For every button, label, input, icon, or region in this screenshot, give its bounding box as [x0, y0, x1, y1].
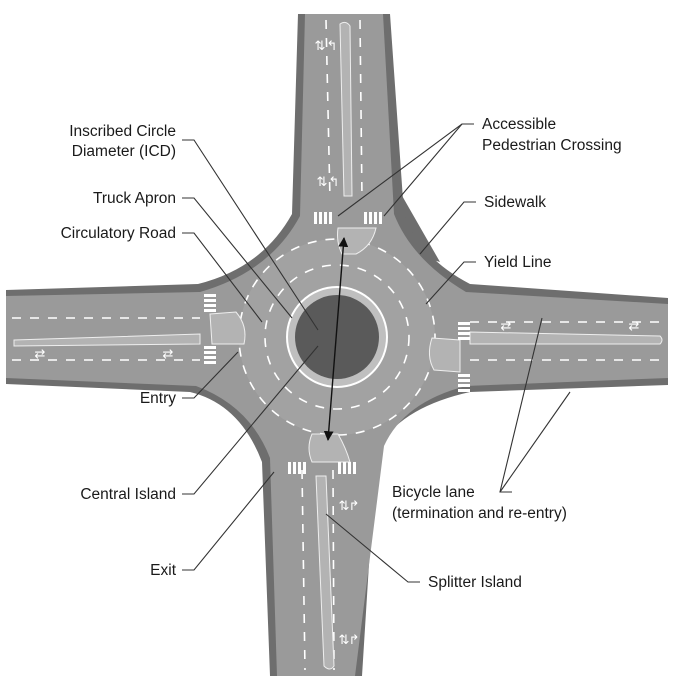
- leader-lines: [182, 123, 571, 583]
- label-entry: Entry: [140, 390, 176, 407]
- label-bicycle-lane-line1: Bicycle lane: [392, 484, 475, 501]
- crosswalk-north-right: [364, 212, 382, 224]
- arrow-icon: ⇄: [501, 319, 512, 334]
- arrow-icon: ↰: [327, 39, 338, 54]
- label-yield-line: Yield Line: [484, 254, 552, 271]
- label-exit: Exit: [150, 562, 177, 579]
- arrow-icon: ↱: [349, 499, 360, 514]
- splitter-islands: [209, 227, 461, 463]
- label-accessible-crossing-line2: Pedestrian Crossing: [482, 137, 622, 154]
- crosswalk-south-left: [288, 462, 306, 474]
- label-truck-apron: Truck Apron: [93, 190, 176, 207]
- label-bicycle-lane-line2: (termination and re-entry): [392, 505, 567, 522]
- arrow-icon: ⇄: [629, 319, 640, 334]
- crosswalk-west-top: [204, 294, 216, 312]
- label-central-island: Central Island: [80, 486, 176, 503]
- crosswalk-west-bottom: [204, 346, 216, 364]
- label-circulatory-road: Circulatory Road: [61, 225, 176, 242]
- central-island-group: [286, 286, 388, 388]
- label-accessible-crossing-line1: Accessible: [482, 116, 556, 133]
- labels: Inscribed Circle Diameter (ICD) Truck Ap…: [61, 116, 622, 591]
- label-icd-line1: Inscribed Circle: [69, 123, 176, 140]
- lane-arrows: ⇅ ↰ ⇅ ↰ ⇅ ↱ ⇅ ↱ ⇄ ⇄ ⇄ ⇄: [35, 39, 640, 648]
- arrow-icon: ↰: [329, 175, 340, 190]
- crosswalk-east-top: [458, 322, 470, 340]
- lane-markings: [12, 19, 662, 671]
- label-icd-line2: Diameter (ICD): [72, 143, 176, 160]
- crosswalks: [204, 212, 470, 474]
- arrow-icon: ⇅: [339, 499, 350, 514]
- label-splitter-island: Splitter Island: [428, 574, 522, 591]
- arrow-icon: ⇄: [35, 347, 46, 362]
- crosswalk-south-right: [338, 462, 356, 474]
- arrow-icon: ⇅: [315, 39, 326, 54]
- central-island: [295, 295, 379, 379]
- crosswalk-north-left: [314, 212, 332, 224]
- icd-arrow: [323, 237, 349, 441]
- crosswalk-east-bottom: [458, 374, 470, 392]
- arrow-icon: ⇄: [163, 347, 174, 362]
- label-sidewalk: Sidewalk: [484, 194, 546, 211]
- medians: [13, 21, 663, 670]
- arrow-icon: ⇅: [317, 175, 328, 190]
- arrow-icon: ↱: [349, 633, 360, 648]
- arrow-icon: ⇅: [339, 633, 350, 648]
